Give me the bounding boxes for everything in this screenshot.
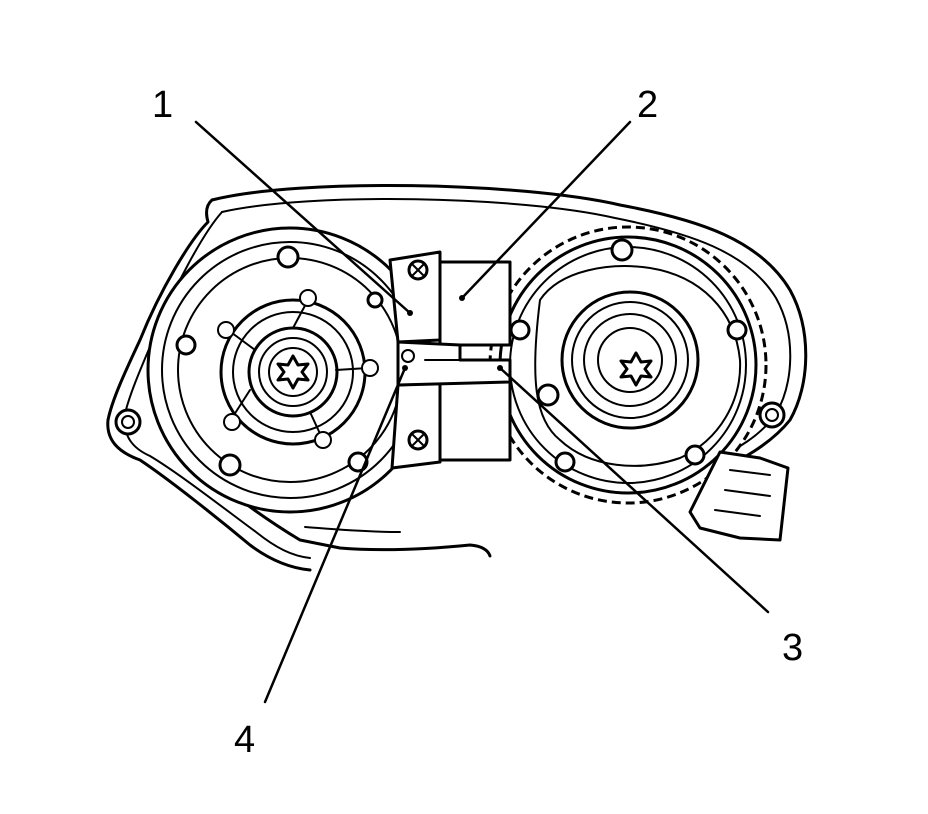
callout-2: 2 [637,84,658,126]
leader-4 [263,366,407,704]
camshaft-locking-tool [388,250,512,470]
callout-labels: 1 2 3 4 [152,84,803,761]
right-camshaft-sprocket [488,225,790,542]
leader-1 [194,120,412,315]
callout-3: 3 [782,627,803,669]
callout-4: 4 [234,719,255,761]
leader-3 [498,366,770,614]
leader-lines [194,120,770,704]
callout-1: 1 [152,84,173,126]
leader-2 [460,120,632,300]
left-camshaft-sprocket [146,226,434,514]
